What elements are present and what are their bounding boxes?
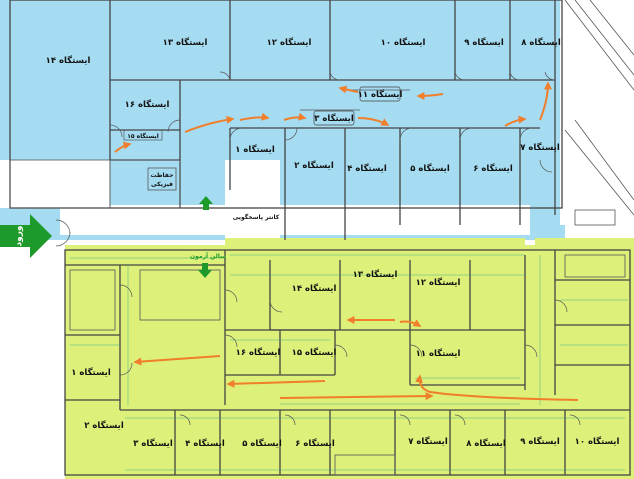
bottom-station-10: ایستگاه ۱۰ (575, 436, 620, 447)
top-station-15-box (123, 129, 163, 141)
down-arrow-icon (198, 263, 212, 278)
bottom-station-15: ایستگاه ۱۵ (292, 347, 337, 358)
bottom-station-6: ایستگاه ۶ (295, 438, 335, 449)
top-station-1: ایستگاه ۱ (235, 144, 275, 155)
bottom-station-4: ایستگاه ۴ (185, 438, 225, 449)
corridor-white-top (225, 160, 280, 238)
bottom-station-13: ایستگاه ۱۳ (353, 269, 398, 280)
bottom-station-11: ایستگاه ۱۱ (416, 348, 461, 359)
top-zone-left-cutout (0, 160, 110, 208)
bottom-station-12: ایستگاه ۱۲ (416, 277, 461, 288)
up-arrow-icon (199, 196, 213, 210)
top-zone-right-cutout (560, 0, 634, 225)
top-station-11-box (359, 86, 401, 102)
entrance-label: ورود (14, 226, 24, 247)
top-station-13: ایستگاه ۱۳ (163, 37, 208, 48)
top-station-11: ایستگاه ۱۱ (358, 89, 403, 100)
exam-hall-label: سالن آزمون (190, 251, 226, 260)
bottom-station-8: ایستگاه ۸ (466, 438, 506, 449)
bottom-zone (65, 245, 634, 479)
bottom-floor-walls (64, 249, 631, 476)
bottom-station-7: ایستگاه ۷ (408, 436, 448, 447)
top-flow-arrows (114, 81, 552, 153)
bottom-station-9: ایستگاه ۹ (520, 436, 560, 447)
top-station-10: ایستگاه ۱۰ (381, 37, 426, 48)
top-station-14: ایستگاه ۱۴ (46, 55, 91, 66)
top-station-15: ایستگاه ۱۵ (127, 132, 159, 140)
top-station-8: ایستگاه ۸ (521, 37, 561, 48)
top-station-3: ایستگاه ۳ (314, 113, 354, 124)
top-station-12: ایستگاه ۱۲ (267, 37, 312, 48)
bottom-station-2: ایستگاه ۲ (84, 420, 124, 431)
top-station-5: ایستگاه ۵ (410, 163, 450, 174)
corner-note-line-2: فیزیکی (151, 181, 173, 188)
entrance-arrow (0, 214, 52, 258)
bottom-station-14: ایستگاه ۱۴ (292, 283, 337, 294)
bottom-station-3: ایستگاه ۳ (133, 438, 173, 449)
top-station-3-box (313, 110, 355, 126)
top-station-16: ایستگاه ۱۶ (125, 99, 170, 110)
door-swings (55, 71, 581, 426)
top-floor-walls (9, 0, 563, 240)
bottom-station-16: ایستگاه ۱۶ (236, 347, 281, 358)
bottom-station-1: ایستگاه ۱ (71, 367, 111, 378)
top-station-2: ایستگاه ۲ (294, 160, 334, 171)
top-station-4: ایستگاه ۴ (347, 163, 387, 174)
bottom-zone-connector (225, 238, 525, 250)
right-exterior-structure (564, 0, 634, 226)
top-station-7: ایستگاه ۷ (520, 142, 560, 153)
corner-note-line-1: حفاظت (151, 172, 174, 179)
top-station-9: ایستگاه ۹ (464, 37, 504, 48)
counter-sign: کانتر پاسخگویی (233, 213, 280, 221)
bottom-station-5: ایستگاه ۵ (242, 438, 282, 449)
corridor-white (60, 205, 530, 235)
top-station-6: ایستگاه ۶ (473, 163, 513, 174)
bottom-flow-arrows (133, 316, 579, 401)
dimension-lines (70, 254, 628, 471)
bottom-zone-top-right (535, 238, 634, 250)
